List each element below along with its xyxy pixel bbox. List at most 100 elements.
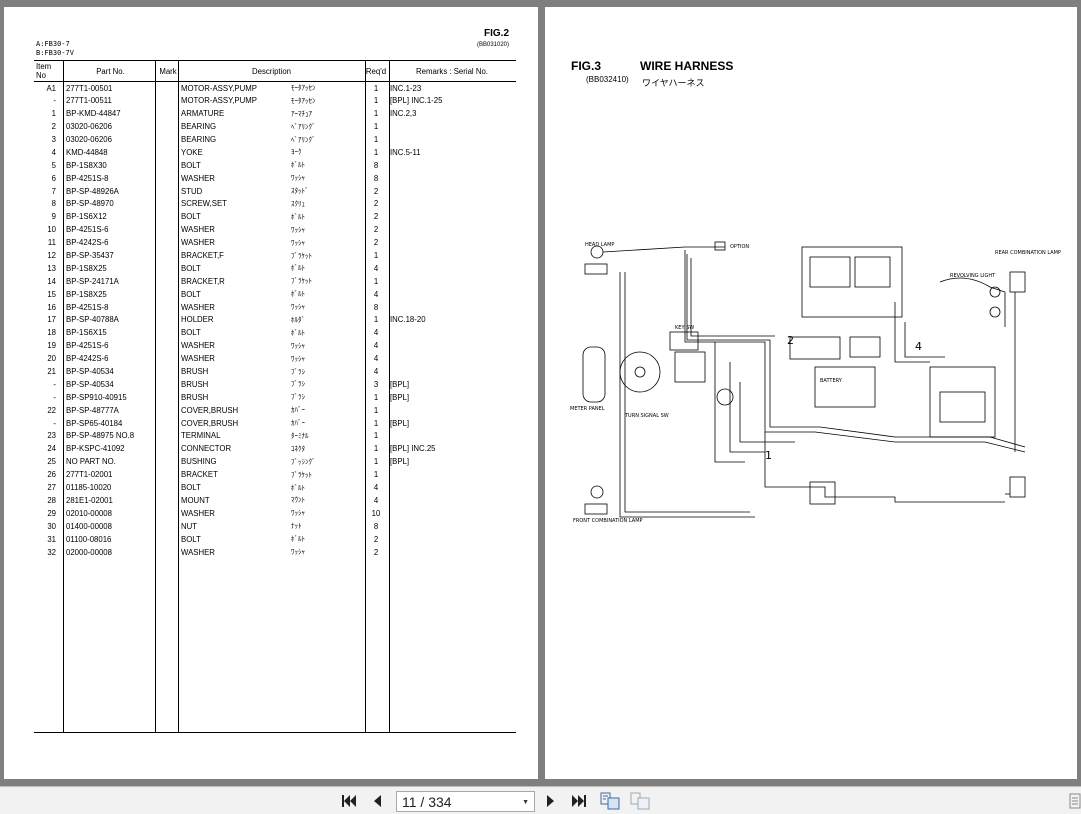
cell-remarks bbox=[388, 288, 516, 301]
label-front-combo: FRONT COMBINATION LAMP bbox=[573, 518, 643, 524]
cell-item: 7 bbox=[51, 186, 56, 196]
cell-item: 26 bbox=[47, 470, 56, 480]
cell-part-no: 03020-06206 bbox=[66, 135, 112, 144]
cell-description: BOLT bbox=[181, 263, 201, 273]
cell-mark bbox=[157, 339, 179, 352]
cell-required: 2 bbox=[373, 238, 379, 248]
chevron-down-icon[interactable]: ▼ bbox=[522, 799, 529, 806]
cell-remarks bbox=[388, 520, 516, 533]
cell-remarks bbox=[388, 404, 516, 417]
cell-remarks bbox=[388, 494, 516, 507]
cell-required: 8 bbox=[373, 173, 379, 183]
cell-description: WASHER bbox=[181, 508, 215, 518]
cell-description-jp: ﾜｯｼｬ bbox=[291, 226, 305, 234]
cell-remarks bbox=[388, 275, 516, 288]
cell-description: ARMATURE bbox=[181, 109, 225, 119]
cell-remarks: [BPL] bbox=[390, 392, 410, 402]
cell-description: BRUSH bbox=[181, 367, 209, 377]
cell-item: - bbox=[53, 96, 56, 106]
cell-remarks: [BPL] INC.1-25 bbox=[390, 96, 443, 106]
cell-required: 1 bbox=[373, 147, 379, 157]
cell-remarks bbox=[388, 301, 516, 314]
last-page-button[interactable] bbox=[570, 793, 588, 809]
cell-remarks bbox=[388, 365, 516, 378]
cell-part-no: BP-1S6X15 bbox=[66, 328, 107, 338]
cell-remarks bbox=[388, 262, 516, 275]
cell-required: 1 bbox=[373, 392, 379, 402]
cell-part-no: BP-SP65-40184 bbox=[66, 418, 123, 428]
wire-harness-diagram: HEAD LAMP OPTION REAR COMBINATION LAMP M… bbox=[570, 241, 1061, 524]
cell-required: 1 bbox=[373, 405, 379, 415]
cell-item: 13 bbox=[47, 263, 56, 273]
cell-required: 8 bbox=[373, 302, 379, 312]
cell-item: 25 bbox=[47, 457, 56, 467]
cell-description: BEARING bbox=[181, 135, 217, 144]
cell-description: WASHER bbox=[181, 547, 215, 557]
cell-required: 2 bbox=[373, 212, 379, 222]
parts-table-header: Item No Part No. Mark Description Req'd … bbox=[34, 60, 516, 82]
page-number-field[interactable]: 11 / 334 ▼ bbox=[396, 791, 535, 812]
divider bbox=[155, 60, 156, 732]
cell-description: BRACKET,R bbox=[181, 276, 225, 286]
prev-page-icon bbox=[374, 795, 381, 807]
cell-part-no: 03020-06206 bbox=[66, 122, 112, 132]
single-page-view-button[interactable] bbox=[600, 792, 622, 810]
cell-description: NUT bbox=[181, 521, 198, 531]
prev-page-button[interactable] bbox=[368, 793, 386, 809]
callout-4: 4 bbox=[915, 340, 922, 353]
viewer-toolbar: 11 / 334 ▼ bbox=[0, 786, 1081, 814]
single-page-view-icon bbox=[600, 792, 620, 810]
cell-item: 11 bbox=[47, 238, 56, 248]
cell-description: WASHER bbox=[181, 354, 215, 364]
divider bbox=[63, 60, 64, 732]
cell-description: WASHER bbox=[181, 238, 215, 248]
cell-mark bbox=[157, 82, 179, 95]
cell-mark bbox=[157, 262, 179, 275]
cell-description-jp: ﾎﾞﾙﾄ bbox=[291, 291, 305, 299]
cell-description: BOLT bbox=[181, 212, 201, 222]
cell-required: 10 bbox=[371, 508, 381, 518]
cell-mark bbox=[157, 326, 179, 339]
cell-remarks bbox=[388, 533, 516, 546]
cell-part-no: BP-SP910-40915 bbox=[66, 392, 127, 402]
cell-description-jp: ﾀｰﾐﾅﾙ bbox=[291, 432, 309, 440]
next-page-button[interactable] bbox=[542, 793, 560, 809]
cell-mark bbox=[157, 314, 179, 327]
two-page-view-button[interactable] bbox=[630, 792, 652, 810]
cell-part-no: 02000-00008 bbox=[66, 547, 112, 557]
first-page-button[interactable] bbox=[340, 793, 358, 809]
cell-description: BEARING bbox=[181, 122, 217, 132]
cell-part-no: BP-1S6X12 bbox=[66, 212, 107, 222]
cell-description: BOLT bbox=[181, 289, 201, 299]
divider bbox=[365, 60, 366, 732]
cell-part-no: BP-SP-40534 bbox=[66, 379, 114, 389]
cell-description-jp: ﾜｯｼｬ bbox=[291, 175, 305, 183]
cell-description-jp: ﾍﾞｱﾘﾝｸﾞ bbox=[291, 123, 316, 131]
cell-description-jp: ﾏｳﾝﾄ bbox=[291, 497, 305, 505]
cell-description: WASHER bbox=[181, 302, 215, 312]
cell-remarks bbox=[388, 339, 516, 352]
cell-remarks bbox=[388, 468, 516, 481]
cell-description: TERMINAL bbox=[181, 431, 221, 441]
cell-description-jp: ﾜｯｼｬ bbox=[291, 510, 305, 518]
cell-mark bbox=[157, 455, 179, 468]
cell-item: 19 bbox=[47, 341, 56, 351]
label-revolving: REVOLVING LIGHT bbox=[950, 273, 996, 279]
sidebar-toggle-button[interactable] bbox=[1068, 793, 1081, 809]
cell-description: COVER,BRUSH bbox=[181, 405, 239, 415]
fig3-code: (BB032410) bbox=[586, 75, 629, 84]
